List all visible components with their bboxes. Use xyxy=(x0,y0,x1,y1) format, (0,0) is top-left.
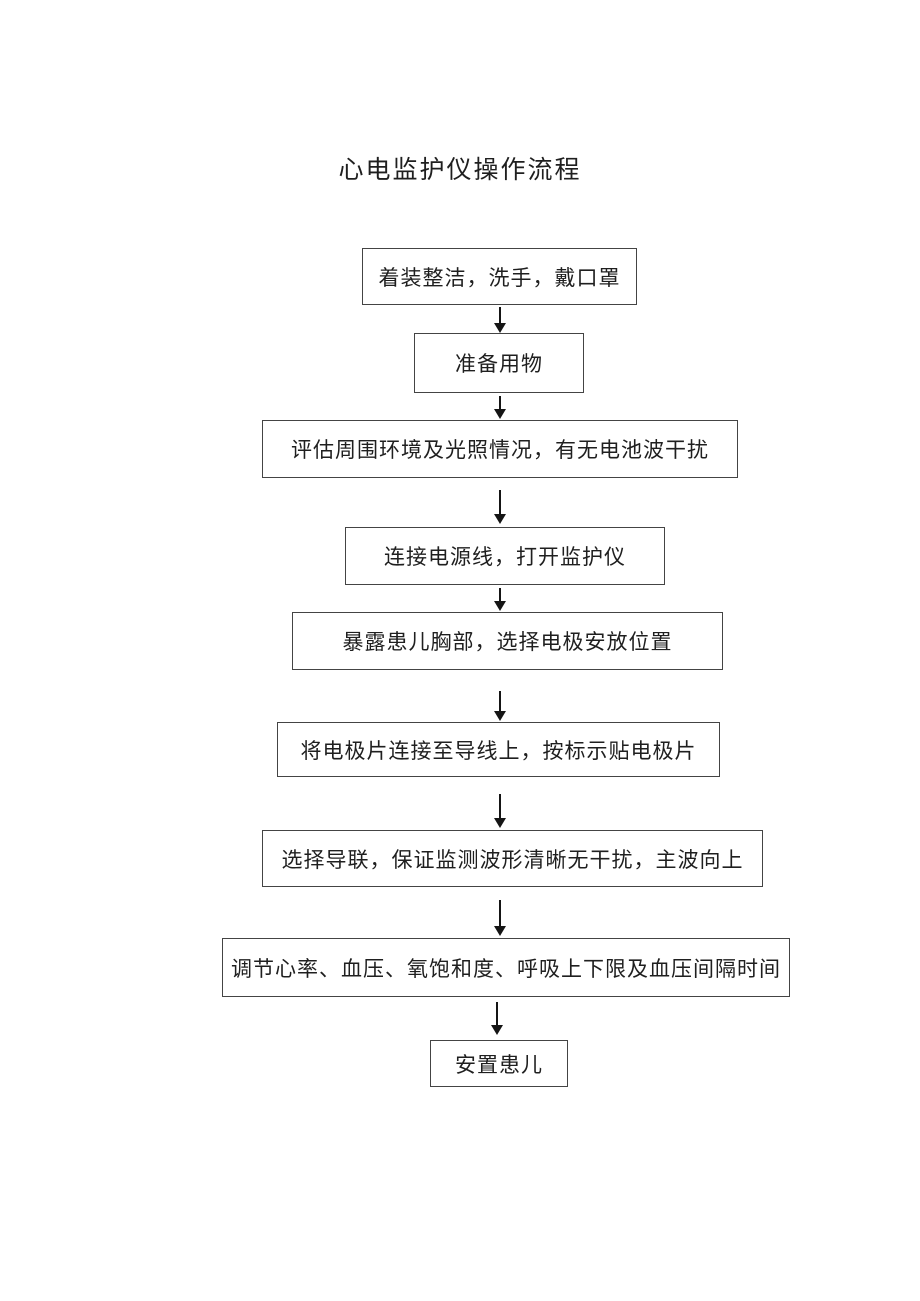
down-arrow-connector-1 xyxy=(493,307,507,333)
flow-step-2: 准备用物 xyxy=(414,333,584,393)
arrow-head-icon xyxy=(494,323,506,333)
arrow-head-icon xyxy=(491,1025,503,1035)
arrow-head-icon xyxy=(494,514,506,524)
down-arrow-connector-3 xyxy=(493,490,507,524)
page-title: 心电监护仪操作流程 xyxy=(338,157,582,184)
flow-step-6: 将电极片连接至导线上，按标示贴电极片 xyxy=(277,722,720,777)
arrow-line xyxy=(499,794,501,818)
down-arrow-connector-6 xyxy=(493,794,507,828)
flow-step-4: 连接电源线，打开监护仪 xyxy=(345,527,665,585)
arrow-line xyxy=(496,1002,498,1025)
arrow-head-icon xyxy=(494,409,506,419)
down-arrow-connector-4 xyxy=(493,588,507,611)
arrow-line xyxy=(499,396,501,409)
arrow-line xyxy=(499,490,501,514)
flow-step-5: 暴露患儿胸部，选择电极安放位置 xyxy=(292,612,723,670)
arrow-head-icon xyxy=(494,926,506,936)
arrow-head-icon xyxy=(494,818,506,828)
flow-step-1: 着装整洁，洗手，戴口罩 xyxy=(362,248,637,305)
arrow-head-icon xyxy=(494,711,506,721)
arrow-line xyxy=(499,691,501,711)
down-arrow-connector-7 xyxy=(493,900,507,936)
flow-step-7: 选择导联，保证监测波形清晰无干扰，主波向上 xyxy=(262,830,763,887)
arrow-line xyxy=(499,307,501,323)
flow-step-8: 调节心率、血压、氧饱和度、呼吸上下限及血压间隔时间 xyxy=(222,938,790,997)
arrow-line xyxy=(499,588,501,601)
flow-step-9: 安置患儿 xyxy=(430,1040,568,1087)
arrow-head-icon xyxy=(494,601,506,611)
flow-step-3: 评估周围环境及光照情况，有无电池波干扰 xyxy=(262,420,738,478)
arrow-line xyxy=(499,900,501,926)
down-arrow-connector-2 xyxy=(493,396,507,419)
down-arrow-connector-5 xyxy=(493,691,507,721)
down-arrow-connector-8 xyxy=(490,1002,504,1035)
